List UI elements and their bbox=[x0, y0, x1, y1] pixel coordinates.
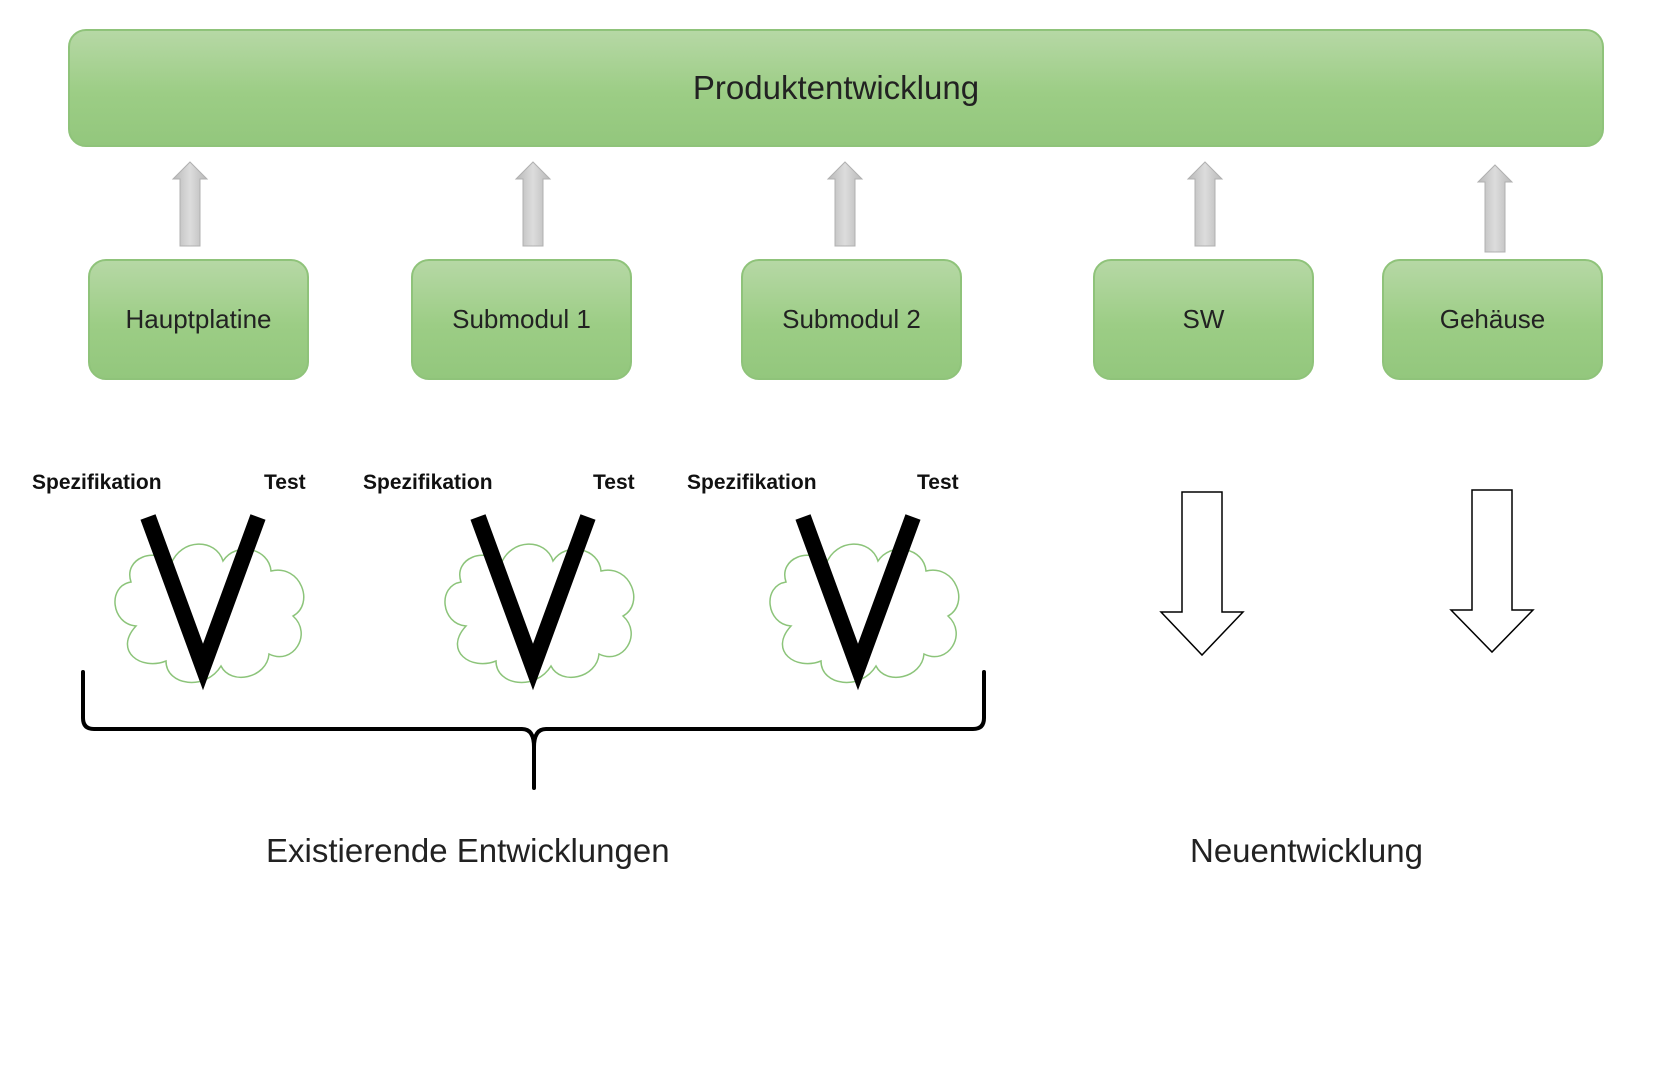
module-box-sw: SW bbox=[1093, 259, 1314, 380]
module-box-submodul-2: Submodul 2 bbox=[741, 259, 962, 380]
module-label: Submodul 2 bbox=[782, 304, 921, 334]
module-label: Submodul 1 bbox=[452, 304, 591, 334]
new-development-label: Neuentwicklung bbox=[1190, 832, 1423, 869]
module-label: SW bbox=[1182, 304, 1225, 334]
v-spec-label-3: Spezifikation bbox=[687, 471, 817, 494]
module-box-submodul-1: Submodul 1 bbox=[411, 259, 632, 380]
product-development-label: Produktentwicklung bbox=[692, 69, 980, 106]
up-arrow-2 bbox=[514, 161, 552, 247]
up-arrow-5 bbox=[1476, 164, 1514, 253]
cloud-1 bbox=[114, 543, 305, 683]
up-arrow-3 bbox=[826, 161, 864, 247]
v-spec-label-1: Spezifikation bbox=[32, 471, 162, 494]
curly-brace bbox=[81, 670, 986, 790]
v-spec-label-2: Spezifikation bbox=[363, 471, 493, 494]
product-development-box: Produktentwicklung bbox=[68, 29, 1604, 147]
cloud-2 bbox=[444, 543, 635, 683]
v-test-label-2: Test bbox=[593, 471, 635, 494]
module-label: Gehäuse bbox=[1439, 304, 1546, 334]
v-test-label-1: Test bbox=[264, 471, 306, 494]
cloud-3 bbox=[769, 543, 960, 683]
down-arrow-gehaeuse bbox=[1449, 489, 1535, 654]
up-arrow-1 bbox=[171, 161, 209, 247]
module-label: Hauptplatine bbox=[125, 304, 272, 334]
v-test-label-3: Test bbox=[917, 471, 959, 494]
v-model-shape-3 bbox=[795, 514, 921, 691]
module-box-gehaeuse: Gehäuse bbox=[1382, 259, 1603, 380]
up-arrow-4 bbox=[1186, 161, 1224, 247]
module-box-hauptplatine: Hauptplatine bbox=[88, 259, 309, 380]
down-arrow-sw bbox=[1159, 491, 1245, 657]
v-model-shape-1 bbox=[140, 514, 266, 691]
existing-developments-label: Existierende Entwicklungen bbox=[266, 832, 670, 869]
v-model-shape-2 bbox=[470, 514, 596, 691]
